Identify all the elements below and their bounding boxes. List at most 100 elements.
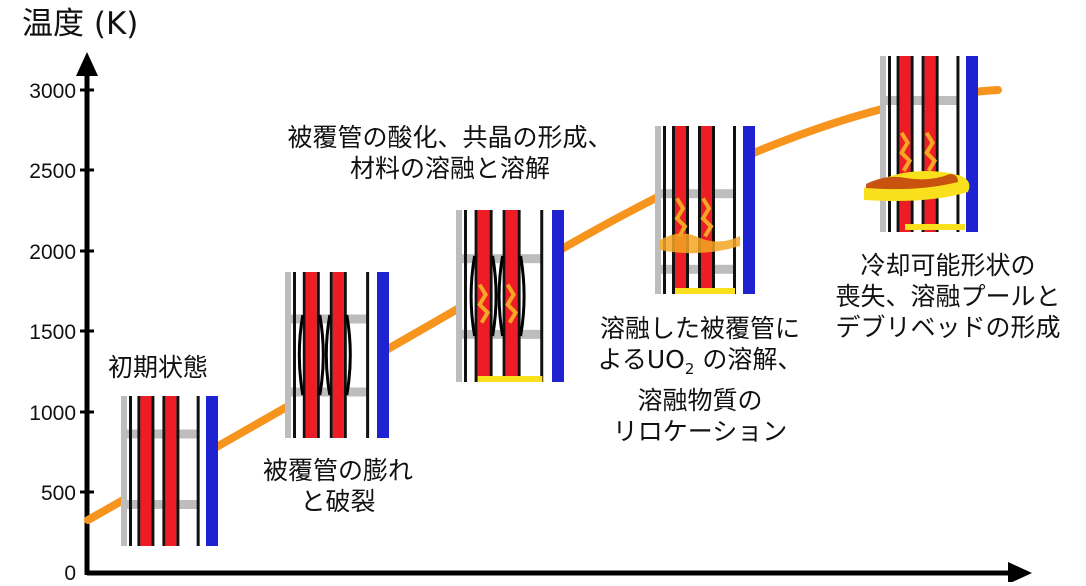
y-axis-title: 温度 (K) xyxy=(22,6,139,42)
fuel-pellet-stack xyxy=(140,396,152,546)
stage-4-label: 溶融した被覆管に よるUO2 の溶解、 溶融物質の リロケーション xyxy=(580,313,820,447)
cladding-line xyxy=(474,210,478,382)
swollen-cladding xyxy=(324,314,332,396)
cladding-line xyxy=(129,396,132,546)
melt-crack xyxy=(700,197,714,238)
stage-3-label-line: 被覆管の酸化、共晶の形成、 xyxy=(287,123,613,152)
stage-5-label: 冷却可能形状の 喪失、溶融プールと デブリベッドの形成 xyxy=(830,250,1066,343)
cladding-line xyxy=(162,396,166,546)
cladding-line xyxy=(517,210,521,382)
y-tick-label: 3000 xyxy=(29,80,76,103)
stage-1-label: 初期状態 xyxy=(108,352,208,383)
x-axis-arrow xyxy=(1008,562,1032,584)
cladding-line xyxy=(910,56,914,232)
cladding-line xyxy=(672,126,675,294)
bundle-edge xyxy=(121,396,127,546)
stage-3-rod-bundle xyxy=(456,210,564,382)
control-rod xyxy=(552,210,564,382)
molten-pool-layer xyxy=(905,224,965,230)
molten-pool-layer xyxy=(675,288,735,294)
control-rod xyxy=(377,272,389,438)
stage-2-label-line: と破裂 xyxy=(300,487,376,516)
stage-4-label-line: リロケーション xyxy=(612,417,788,446)
stage-3-label-line: 材料の溶融と溶解 xyxy=(349,154,550,183)
cladding-line xyxy=(712,126,715,294)
stage-2-rod-bundle xyxy=(285,272,389,438)
y-tick-label: 1500 xyxy=(29,321,76,344)
stage-1-label-line: 初期状態 xyxy=(108,353,209,382)
cladding-line xyxy=(137,396,141,546)
fuel-pellet-stack xyxy=(305,272,317,438)
y-tick-label: 1000 xyxy=(29,402,76,425)
y-tick-label: 500 xyxy=(40,482,76,505)
y-tick-label: 2000 xyxy=(29,241,76,264)
control-rod xyxy=(206,396,218,546)
stage-5-label-line: 喪失、溶融プールと xyxy=(835,282,1061,311)
cladding-line xyxy=(196,396,200,546)
stage-3-label: 被覆管の酸化、共晶の形成、 材料の溶融と溶解 xyxy=(258,122,642,184)
bundle-edge xyxy=(285,272,291,438)
stage-5-label-line: デブリベッドの形成 xyxy=(835,313,1061,342)
control-rod xyxy=(966,56,978,232)
cladding-line xyxy=(935,56,939,232)
swollen-cladding xyxy=(491,255,498,337)
fuel-pellet-stack xyxy=(165,396,177,546)
spacer-grid xyxy=(121,500,199,509)
bundle-edge xyxy=(456,210,462,382)
y-tick-label: 2500 xyxy=(29,160,76,183)
cladding-line xyxy=(176,396,180,546)
stage-5-label-line: 冷却可能形状の xyxy=(860,251,1036,280)
cladding-line xyxy=(686,126,689,294)
control-rod xyxy=(743,126,755,294)
stage-2-label-line: 被覆管の膨れ xyxy=(262,456,413,485)
spacer-grid xyxy=(456,329,543,339)
cladding-line xyxy=(956,56,960,232)
swollen-cladding xyxy=(469,255,477,337)
stage-4-rod-bundle xyxy=(655,126,755,294)
relocated-melt xyxy=(660,233,740,254)
y-tick-marks xyxy=(80,88,94,494)
stage-4-label-line: 溶融した被覆管に xyxy=(599,314,800,343)
spacer-grid xyxy=(285,387,369,397)
spacer-grid xyxy=(285,314,369,324)
stage-4-label-dissolution: の溶解、 xyxy=(694,345,803,374)
melt-crack xyxy=(674,197,688,238)
stage-4-label-line: 溶融物質の xyxy=(637,386,763,415)
cladding-line xyxy=(366,272,370,438)
cladding-line xyxy=(540,210,544,382)
cladding-line xyxy=(343,272,347,438)
swollen-cladding xyxy=(497,255,505,337)
cladding-line xyxy=(489,210,493,382)
cladding-line xyxy=(151,396,155,546)
molten-pool xyxy=(866,174,958,190)
cladding-line xyxy=(316,272,320,438)
cladding-line xyxy=(502,210,506,382)
spacer-grid xyxy=(655,189,735,199)
spacer-grid xyxy=(456,254,543,264)
cladding-line xyxy=(663,126,666,294)
melt-crack xyxy=(924,131,938,172)
melt-crack xyxy=(505,283,519,324)
cladding-line xyxy=(888,56,891,232)
melt-crack xyxy=(899,131,913,172)
swollen-cladding xyxy=(519,255,526,337)
swollen-cladding xyxy=(345,314,352,396)
cladding-line xyxy=(464,210,467,382)
stage-4-label-subscript: 2 xyxy=(684,360,695,378)
spacer-grid xyxy=(880,96,959,105)
stage-2-label: 被覆管の膨れ と破裂 xyxy=(242,455,434,517)
stage-4-label-line: よるUO2 の溶解、 xyxy=(580,344,820,385)
cladding-line xyxy=(329,272,333,438)
swollen-cladding xyxy=(297,314,305,396)
stage-4-label-uo: よるUO xyxy=(597,345,685,374)
y-tick-label: 0 xyxy=(64,562,76,585)
cladding-line xyxy=(921,56,925,232)
cladding-line xyxy=(733,126,736,294)
y-axis-arrow xyxy=(76,52,98,76)
melt-crack xyxy=(477,283,491,324)
cladding-line xyxy=(698,126,701,294)
spacer-grid xyxy=(121,429,199,439)
bundle-edge xyxy=(880,56,886,232)
